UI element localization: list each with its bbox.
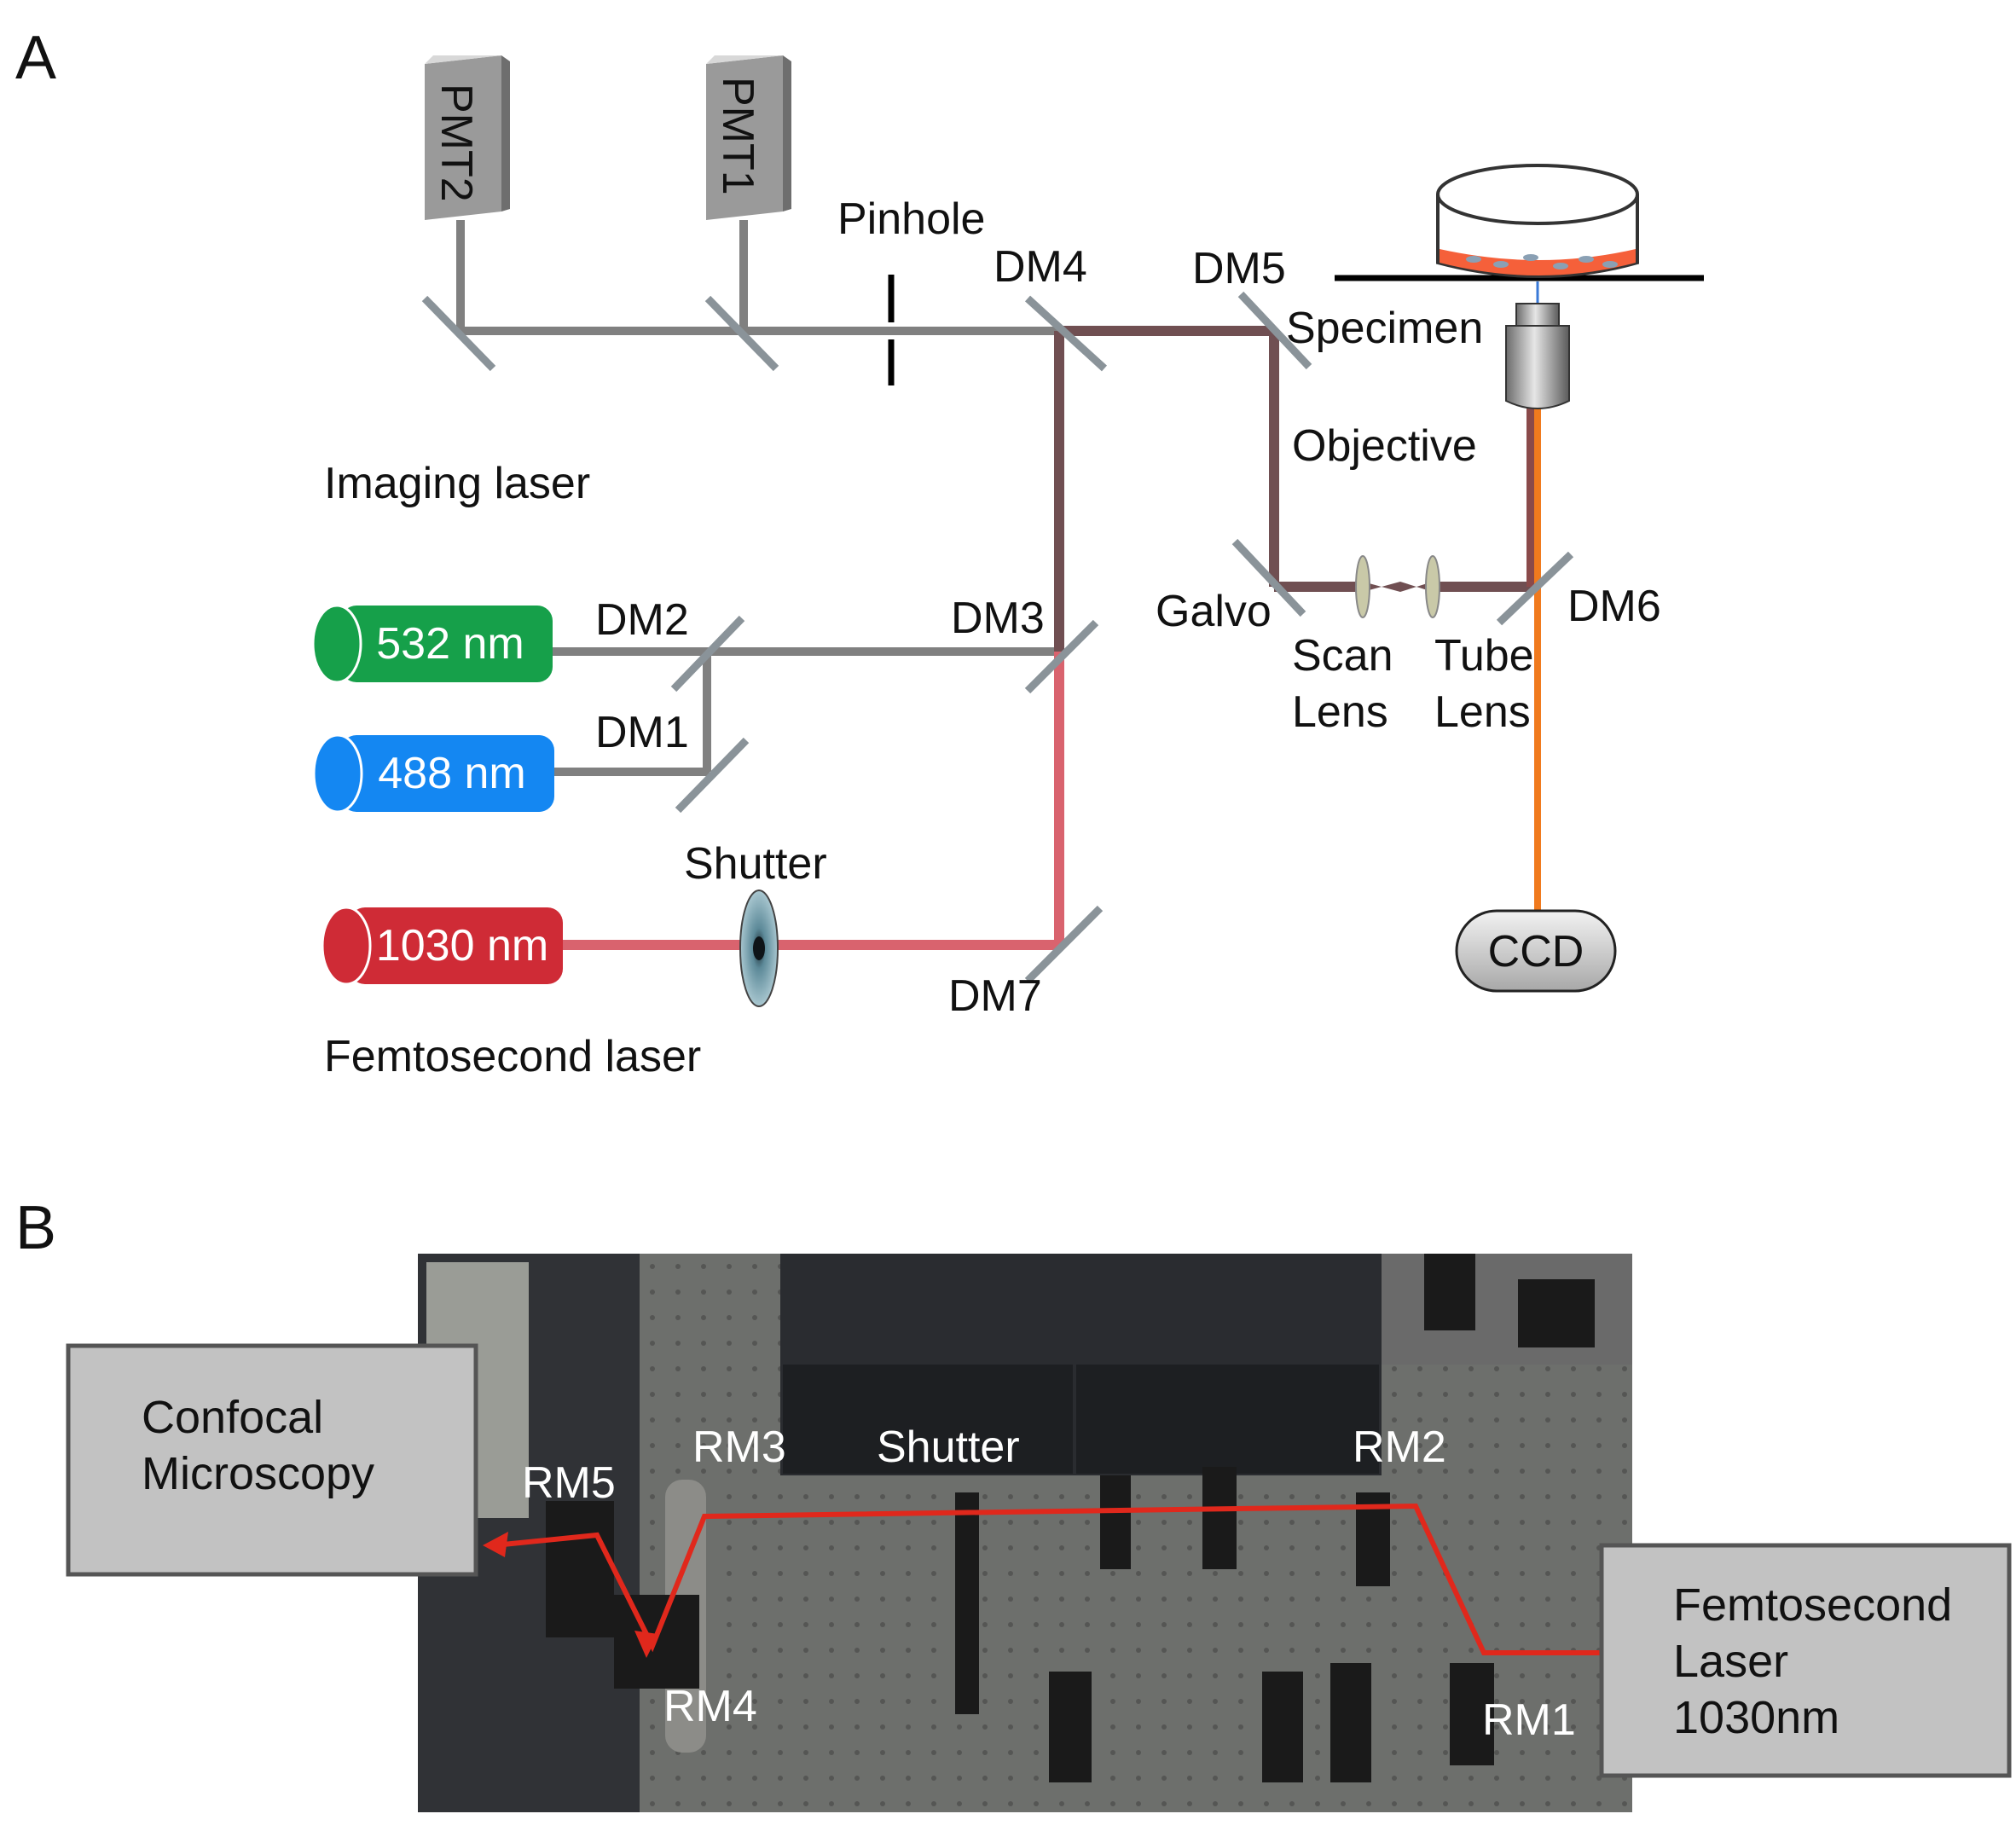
femtosecond-beam-path [559, 652, 1064, 950]
pmt1-label: PMT1 [713, 77, 762, 195]
laser-532: 532 nm [311, 604, 553, 684]
dm6-label: DM6 [1567, 582, 1661, 631]
dm4-label: DM4 [994, 242, 1087, 292]
objective-lens [1505, 281, 1570, 409]
mirror-dm4 [1024, 295, 1108, 372]
shutter-device [739, 890, 779, 1007]
pmt2-detector: PMT2 [425, 55, 510, 220]
galvo-label: Galvo [1156, 587, 1272, 636]
specimen-dish [1335, 164, 1704, 281]
mirror-dm1 [675, 737, 750, 814]
rm3-label: RM3 [692, 1423, 786, 1472]
scan-lens [1355, 555, 1370, 618]
tube-lens-label-2: Lens [1434, 687, 1531, 737]
mirror-dm3 [1024, 619, 1099, 694]
mirror-dm6 [1496, 551, 1574, 626]
laser-1030: 1030 nm [321, 906, 563, 986]
excitation-combine-path [550, 647, 1059, 776]
mirror-dm2 [670, 615, 745, 692]
dm3-label: DM3 [951, 594, 1045, 643]
rm2-label: RM2 [1353, 1423, 1446, 1472]
beam-arrow-head [483, 1532, 508, 1557]
specimen-label: Specimen [1286, 304, 1483, 353]
laser-1030-label: 1030 nm [376, 921, 548, 971]
panel-b: B [15, 1194, 2012, 1812]
mirror-galvo [1231, 538, 1306, 617]
ccd-camera: CCD [1455, 909, 1617, 993]
mirror-dm5 [1237, 291, 1312, 370]
dm2-label: DM2 [595, 595, 689, 645]
optical-table-photo: RM3 Shutter RM2 RM5 RM4 RM1 [418, 1254, 1632, 1812]
rm4-label: RM4 [663, 1682, 757, 1731]
fs-box-label-2: Laser [1673, 1636, 1788, 1687]
rm5-label: RM5 [522, 1458, 616, 1508]
confocal-microscopy-box: Confocal Microscopy [66, 1343, 478, 1577]
ccd-label: CCD [1488, 927, 1584, 976]
photo-shutter-label: Shutter [877, 1423, 1020, 1472]
panel-label-b: B [15, 1194, 56, 1262]
shutter-label: Shutter [684, 839, 827, 889]
confocal-label-1: Confocal [142, 1392, 323, 1443]
imaging-detection-path [456, 220, 1059, 335]
panel-label-a: A [15, 24, 56, 92]
photo-beam-path [494, 1503, 1632, 1655]
dm1-label: DM1 [595, 708, 689, 757]
pmt2-label: PMT2 [432, 84, 481, 202]
femtosecond-laser-label: Femtosecond laser [324, 1032, 701, 1081]
dm5-label: DM5 [1192, 244, 1286, 293]
fs-box-label-1: Femtosecond [1673, 1579, 1952, 1631]
rm1-label: RM1 [1482, 1695, 1576, 1745]
panel-a: A [15, 24, 1704, 1081]
objective-label: Objective [1292, 421, 1477, 471]
laser-488-label: 488 nm [378, 749, 525, 798]
laser-532-label: 532 nm [376, 619, 524, 669]
tube-lens-label-1: Tube [1434, 631, 1534, 681]
femtosecond-laser-box: Femtosecond Laser 1030nm [1599, 1543, 2012, 1778]
mirror-dm7 [1024, 905, 1104, 984]
confocal-label-2: Microscopy [142, 1448, 374, 1499]
fs-box-label-3: 1030nm [1673, 1692, 1839, 1743]
dm7-label: DM7 [948, 971, 1042, 1021]
tube-lens [1425, 555, 1440, 618]
scanning-beam-path [1054, 326, 1537, 652]
pmt1-detector: PMT1 [706, 55, 791, 220]
mirror-pmt2 [421, 295, 496, 372]
imaging-laser-label: Imaging laser [324, 459, 590, 508]
laser-488: 488 nm [312, 733, 554, 814]
scan-lens-label-2: Lens [1292, 687, 1388, 737]
dichroic-mirrors [421, 291, 1574, 984]
pinhole-label: Pinhole [837, 194, 985, 244]
mirror-pmt1 [704, 295, 779, 372]
scan-lens-label-1: Scan [1292, 631, 1393, 681]
